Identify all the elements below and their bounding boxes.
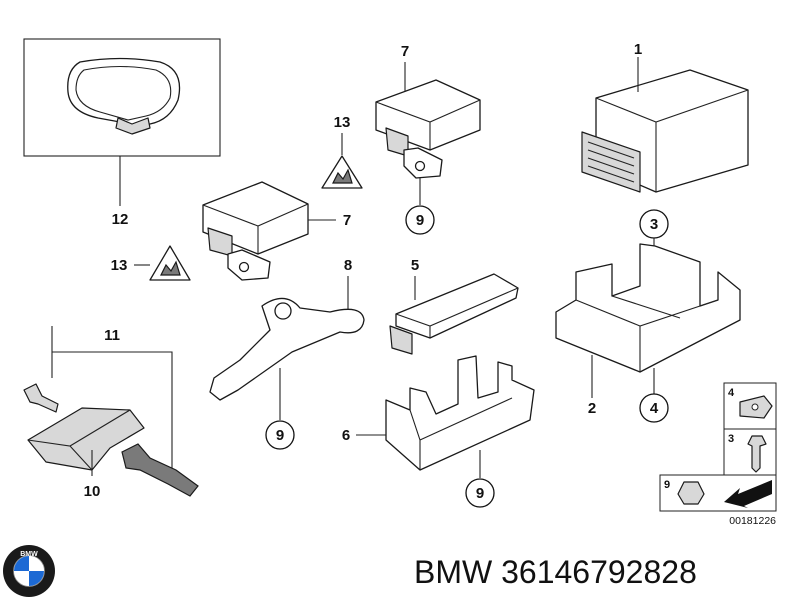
bmw-logo: BMW (3, 545, 55, 597)
part-5-plug (389, 325, 413, 355)
callout-9b: 9 (276, 427, 284, 444)
callout-13a: 13 (334, 114, 351, 131)
part-13-upper-group: 13 (321, 114, 363, 189)
bmw-logo-letters: BMW (20, 551, 38, 558)
part-13-lower-group: 13 (111, 245, 191, 281)
bmw-logo-quadrant-br (29, 571, 44, 586)
part-11-screw (23, 383, 59, 413)
part-8-arm (209, 297, 365, 401)
part-6-holder (385, 355, 535, 471)
part-7-upper-hole (414, 160, 426, 172)
callout-9a-circle (405, 205, 435, 235)
warning-triangle-symbol (332, 168, 353, 184)
part-1-group: 1 (581, 41, 749, 193)
hex-nut-icon (677, 481, 705, 505)
part-12-clip (115, 117, 151, 135)
part-7-lower-group: 7 (202, 181, 351, 281)
callout-4: 4 (650, 400, 659, 417)
callout-9a: 9 (416, 212, 424, 229)
legend-label-3: 3 (728, 433, 734, 445)
part-8-group: 8 9 (209, 257, 365, 450)
part-7-upper-top (375, 99, 481, 150)
part-7-lower-bracket (227, 249, 271, 281)
callout-3: 3 (650, 216, 658, 233)
callout-9c-circle (465, 478, 495, 508)
screw-icon (747, 435, 767, 473)
clip-nut-hole (751, 403, 759, 411)
part-7-lower-hole (238, 261, 250, 273)
part-2-group: 3 2 4 (555, 209, 741, 423)
legend-label-9: 9 (664, 479, 670, 491)
callout-7a: 7 (401, 43, 409, 60)
part-7-upper-body (375, 79, 481, 151)
warning-triangle-symbol (160, 260, 181, 276)
callout-7b: 7 (343, 212, 351, 229)
part-1-connector (581, 131, 641, 193)
callout-6: 6 (342, 427, 350, 444)
part-2-inner (575, 295, 719, 372)
legend-label-4: 4 (728, 387, 735, 399)
legend-panel: 4 3 9 00181226 (659, 382, 777, 527)
part-7-lower-top (202, 203, 309, 254)
callout-10: 10 (84, 483, 101, 500)
callout-5: 5 (411, 257, 419, 274)
callout-13b: 13 (111, 257, 128, 274)
callout-2: 2 (588, 400, 596, 417)
callout-9b-circle (265, 420, 295, 450)
part-5-top-edge (395, 287, 519, 338)
bmw-logo-quadrant-tl (14, 556, 29, 571)
arrow-icon (724, 480, 772, 508)
part-5-group: 5 (389, 257, 519, 355)
callout-11: 11 (104, 327, 120, 344)
part-12-frame (23, 38, 221, 157)
part-11-valve (121, 443, 199, 497)
callout-9c: 9 (476, 485, 484, 502)
part-10-body (27, 407, 145, 471)
warning-triangle-icon (321, 155, 363, 189)
part-10-top (27, 409, 131, 471)
part-7-upper-group: 7 9 (375, 43, 481, 235)
part-1-edges (595, 89, 749, 192)
callout-1: 1 (634, 41, 642, 58)
diagram-code: 00181226 (729, 515, 776, 527)
callout-12: 12 (112, 211, 129, 228)
part-1-pins (587, 141, 635, 183)
callout-4-circle (639, 393, 669, 423)
leader-11 (51, 326, 173, 470)
part-number-title: BMW 36146792828 (414, 554, 697, 590)
part-12-group: 12 (23, 38, 221, 228)
part-12-band (67, 57, 181, 131)
part-11-group: 11 10 (23, 326, 199, 500)
warning-triangle-icon (149, 245, 191, 281)
part-12-band-inner (75, 65, 172, 121)
part-6-inner (409, 397, 513, 470)
part-5-antenna (395, 273, 519, 339)
part-8-hole (274, 302, 292, 320)
part-6-group: 6 9 (342, 355, 535, 508)
callout-8: 8 (344, 257, 352, 274)
